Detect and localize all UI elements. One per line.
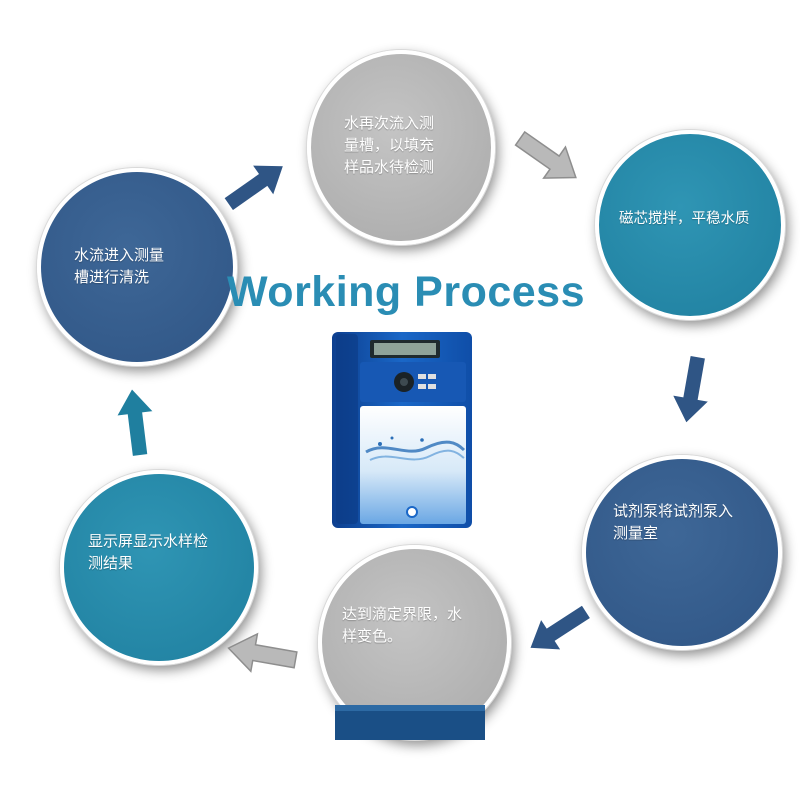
step-text-stir: 磁芯搅拌，平稳水质 <box>619 211 750 227</box>
step-text-titration: 达到滴定界限，水 样变色。 <box>342 605 463 645</box>
step-text-rinse: 水流进入测量 槽进行清洗 <box>74 246 165 286</box>
step-circle-refill: 水再次流入测 量槽，以填充 样品水待检测 <box>307 50 495 245</box>
water-analyzer-icon <box>332 332 472 528</box>
step-circle-reagent: 试剂泵将试剂泵入 测量室 <box>582 455 782 650</box>
arrow-icon <box>227 632 298 673</box>
arrow-icon <box>670 354 711 425</box>
device-stand <box>335 705 485 740</box>
arrow-icon <box>114 386 156 458</box>
step-text-reagent: 试剂泵将试剂泵入 测量室 <box>613 502 734 542</box>
arrow-icon <box>514 130 577 179</box>
arrow-icon <box>528 603 592 652</box>
step-circle-display: 显示屏显示水样检 测结果 <box>60 470 258 665</box>
step-text-display: 显示屏显示水样检 测结果 <box>88 532 209 572</box>
step-text-refill: 水再次流入测 量槽，以填充 样品水待检测 <box>344 114 435 176</box>
step-circle-rinse: 水流进入测量 槽进行清洗 <box>37 168 237 366</box>
step-circle-stir: 磁芯搅拌，平稳水质 <box>595 130 785 320</box>
diagram-title: Working Process <box>227 268 585 316</box>
arrow-icon <box>222 164 285 213</box>
